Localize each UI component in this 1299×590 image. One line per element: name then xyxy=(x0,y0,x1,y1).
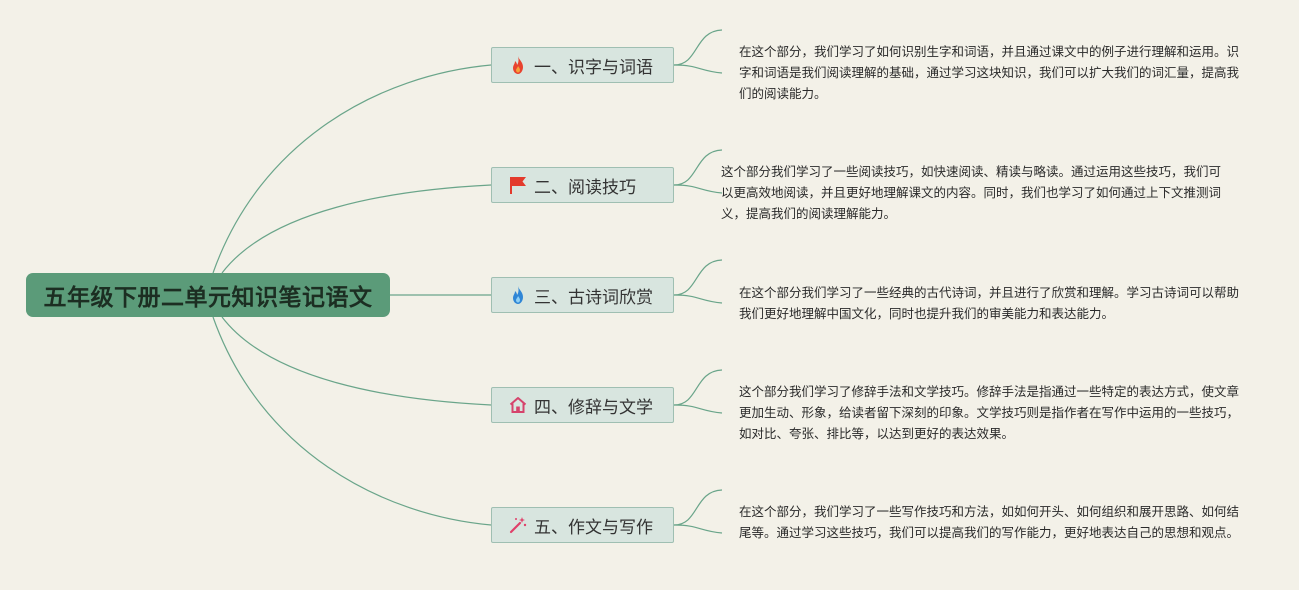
note-text-4: 这个部分我们学习了修辞手法和文学技巧。修辞手法是指通过一些特定的表达方式，使文章… xyxy=(739,384,1240,441)
note-text-2: 这个部分我们学习了一些阅读技巧，如快速阅读、精读与略读。通过运用这些技巧，我们可… xyxy=(721,164,1222,221)
branch-topic-2[interactable]: 二、阅读技巧 xyxy=(491,167,674,203)
connector-note-bottom-2 xyxy=(673,184,723,194)
branch-label: 二、阅读技巧 xyxy=(534,177,636,198)
branch-topic-1[interactable]: 一、识字与词语 xyxy=(491,47,674,83)
connector-note-bottom-1 xyxy=(673,64,723,74)
connector-note-top-1 xyxy=(673,29,723,66)
connector-root-5 xyxy=(212,316,492,526)
note-text-1: 在这个部分，我们学习了如何识别生字和词语，并且通过课文中的例子进行理解和运用。识… xyxy=(739,44,1240,101)
fire-icon xyxy=(508,55,528,75)
connector-note-top-2 xyxy=(673,149,723,186)
connector-note-bottom-3 xyxy=(673,294,723,304)
connector-note-top-3 xyxy=(673,259,723,296)
connector-note-top-4 xyxy=(673,369,723,406)
home-icon xyxy=(508,395,528,415)
root-topic[interactable]: 五年级下册二单元知识笔记语文 xyxy=(26,273,390,317)
flame-blue-icon xyxy=(508,285,528,305)
connector-note-bottom-5 xyxy=(673,524,723,534)
connector-note-top-5 xyxy=(673,489,723,526)
branch-topic-4[interactable]: 四、修辞与文学 xyxy=(491,387,674,423)
root-title: 五年级下册二单元知识笔记语文 xyxy=(43,285,373,311)
branch-topic-5[interactable]: 五、作文与写作 xyxy=(491,507,674,543)
branch-topic-3[interactable]: 三、古诗词欣赏 xyxy=(491,277,674,313)
magic-wand-icon xyxy=(508,515,528,535)
connector-note-bottom-4 xyxy=(673,404,723,414)
note-text-5: 在这个部分，我们学习了一些写作技巧和方法，如如何开头、如何组织和展开思路、如何结… xyxy=(739,504,1240,540)
connector-root-4 xyxy=(221,316,492,406)
flag-icon xyxy=(508,175,528,195)
connector-root-2 xyxy=(221,184,492,274)
branch-label: 五、作文与写作 xyxy=(534,517,653,538)
note-text-3: 在这个部分我们学习了一些经典的古代诗词，并且进行了欣赏和理解。学习古诗词可以帮助… xyxy=(739,285,1240,321)
branch-label: 四、修辞与文学 xyxy=(534,397,653,418)
connector-root-1 xyxy=(212,64,492,274)
branch-label: 一、识字与词语 xyxy=(534,57,653,78)
branch-label: 三、古诗词欣赏 xyxy=(534,287,653,308)
